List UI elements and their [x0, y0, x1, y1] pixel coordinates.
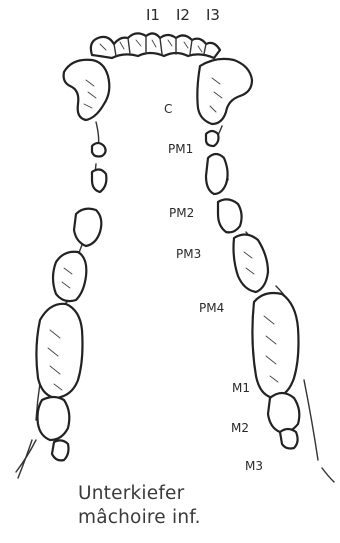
left-pm2: [92, 169, 106, 192]
right-pm4: [234, 234, 269, 292]
label-m2: M2: [231, 421, 249, 435]
right-canine: [197, 59, 252, 124]
right-m2: [268, 393, 299, 432]
left-m1: [36, 304, 82, 398]
right-pm3: [218, 199, 242, 232]
caption-german: Unterkiefer: [78, 483, 184, 504]
label-pm1: PM1: [168, 142, 193, 156]
right-m3: [280, 429, 298, 449]
left-m3: [52, 440, 69, 460]
incisor-label-3: I3: [206, 6, 220, 24]
caption-french: mâchoire inf.: [78, 507, 201, 528]
label-m3: M3: [245, 459, 263, 473]
label-pm2: PM2: [169, 206, 194, 220]
label-pm4: PM4: [199, 301, 224, 315]
left-pm4: [53, 252, 86, 301]
incisor-label-1: I1: [146, 6, 160, 24]
left-pm3: [74, 209, 101, 246]
left-canine: [64, 60, 110, 120]
incisor-row: [91, 33, 220, 58]
label-m1: M1: [232, 381, 250, 395]
left-pm1: [92, 143, 106, 157]
right-pm2: [206, 154, 228, 194]
label-pm3: PM3: [176, 247, 201, 261]
label-canine: C: [164, 102, 172, 116]
incisor-label-2: I2: [176, 6, 190, 24]
right-m1: [252, 293, 298, 398]
right-pm1: [206, 131, 219, 146]
left-m2: [38, 397, 70, 440]
